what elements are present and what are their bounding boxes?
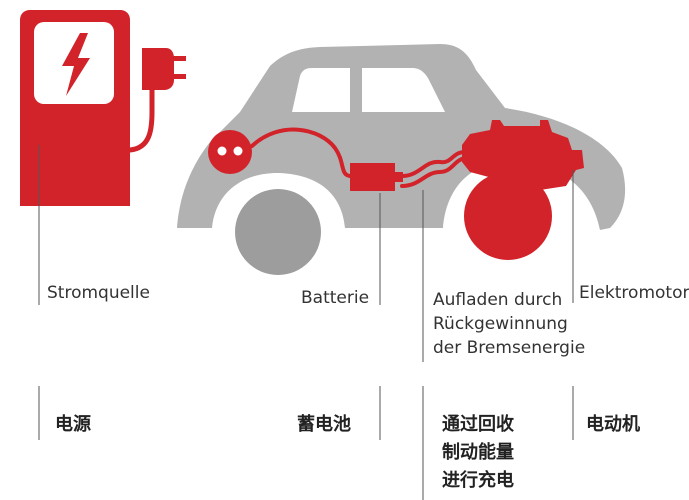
car-body — [177, 44, 626, 230]
label-power-source-zh: 电源 — [55, 414, 91, 435]
socket-pin-right — [233, 146, 243, 156]
front-wheel-tire — [235, 189, 321, 275]
rear-wheel-tire — [464, 172, 552, 260]
front-window — [292, 68, 350, 112]
label-regeneration-de: Aufladen durch Rückgewinnung der Bremsen… — [433, 288, 585, 360]
label-battery-de: Batterie — [301, 288, 370, 308]
battery-icon — [350, 163, 395, 191]
label-regeneration-de-line1: Aufladen durch — [433, 290, 563, 310]
label-regeneration-zh-line3: 进行充电 — [442, 470, 514, 491]
plug-icon — [142, 48, 174, 90]
plug-prong-top — [172, 56, 186, 61]
label-regeneration-zh: 通过回收 制动能量 进行充电 — [442, 411, 514, 495]
label-motor-de: Elektromotor — [579, 283, 689, 303]
plug-prong-bottom — [172, 74, 186, 79]
label-regeneration-zh-line2: 制动能量 — [442, 442, 514, 463]
label-regeneration-de-line2: Rückgewinnung — [433, 314, 568, 334]
charging-socket-icon — [208, 130, 252, 174]
label-regeneration-de-line3: der Bremsenergie — [433, 338, 586, 358]
label-regeneration-zh-line1: 通过回收 — [442, 414, 514, 435]
battery-terminal — [395, 172, 403, 182]
socket-pin-left — [217, 146, 227, 156]
charger-cable — [127, 87, 155, 153]
label-power-source-de: Stromquelle — [47, 283, 150, 303]
battery-to-motor-cable — [400, 150, 467, 178]
electric-motor-icon — [462, 120, 584, 190]
socket-to-battery-cable — [250, 127, 352, 178]
lightning-bolt-icon — [62, 33, 90, 96]
label-motor-zh: 电动机 — [586, 414, 640, 435]
battery-to-motor-cable-2 — [400, 156, 467, 188]
label-battery-zh: 蓄电池 — [297, 414, 351, 435]
rear-window — [362, 68, 445, 112]
